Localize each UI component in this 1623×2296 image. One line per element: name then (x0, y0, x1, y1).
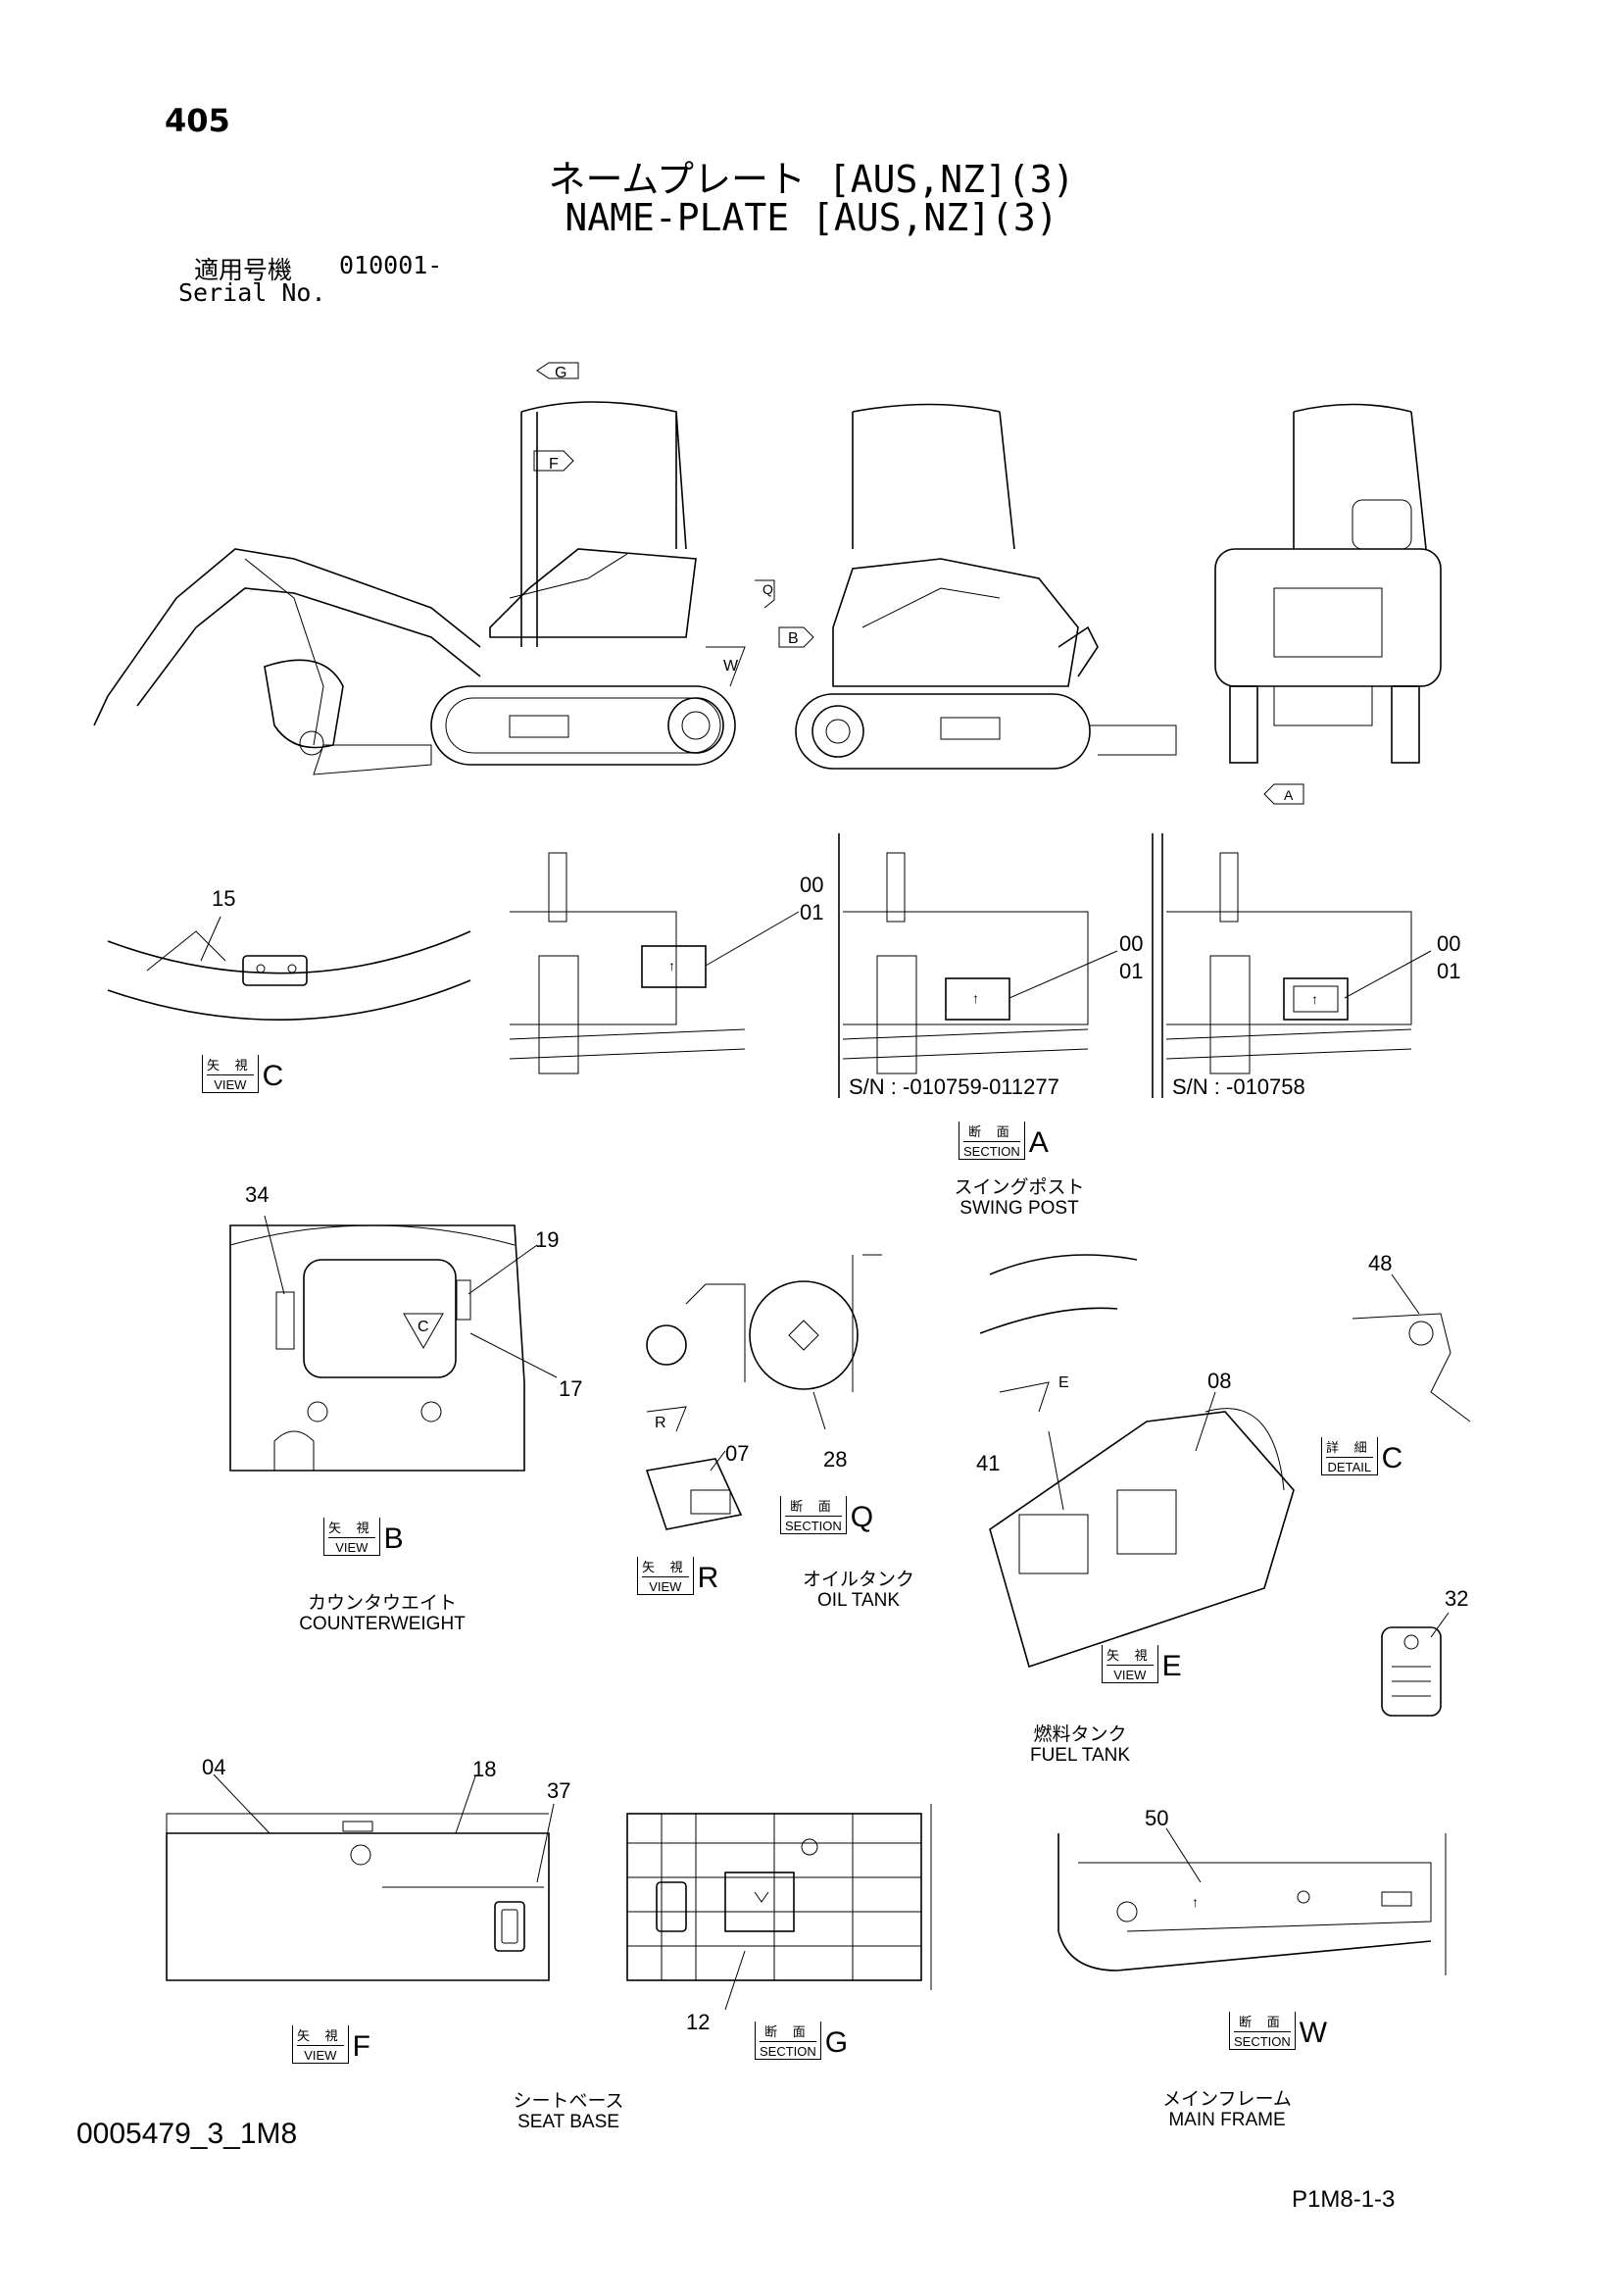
callout-34: 34 (245, 1182, 270, 1207)
caption-main-frame-jp: メインフレーム (1162, 2089, 1292, 2110)
caption-main-frame-en: MAIN FRAME (1168, 2110, 1286, 2130)
svg-text:E: E (1058, 1374, 1069, 1391)
svg-text:C: C (418, 1319, 429, 1335)
page-title-english: NAME-PLATE [AUS,NZ](3) (565, 196, 1058, 239)
callout-01-middle: 01 (1119, 959, 1144, 983)
excavator-rear-view: A (1214, 403, 1442, 805)
excavator-right-side-view (795, 403, 1177, 770)
page-reference: P1M8-1-3 (1292, 2186, 1396, 2213)
serial-range-middle: S/N : -010759-011277 (849, 1074, 1059, 1099)
caption-seat-base-en: SEAT BASE (517, 2112, 619, 2132)
svg-text:R: R (655, 1415, 666, 1431)
svg-text:↑: ↑ (972, 990, 979, 1006)
svg-text:G: G (555, 365, 566, 381)
svg-text:↑: ↑ (668, 958, 675, 973)
callout-48: 48 (1368, 1251, 1393, 1275)
caption-counterweight-en: COUNTERWEIGHT (299, 1614, 466, 1634)
excavator-left-side-view: G F Q B W (93, 362, 814, 775)
svg-text:↑: ↑ (1192, 1894, 1199, 1910)
serial-label-japanese: 適用号機 (194, 256, 293, 284)
svg-text:Q: Q (762, 581, 773, 597)
caption-seat-base-jp: シートベース (513, 2091, 624, 2112)
svg-text:↑: ↑ (1311, 991, 1318, 1007)
callout-17: 17 (559, 1376, 583, 1401)
page-title-japanese: ネームプレート [AUS,NZ](3) (548, 158, 1075, 201)
drawing-code: 0005479_3_1M8 (76, 2118, 298, 2150)
svg-text:B: B (788, 630, 799, 647)
oil-tank-views: R (645, 1254, 882, 1530)
seat-base-section-g (626, 1804, 932, 2011)
serial-range-right: S/N : -010758 (1172, 1074, 1305, 1099)
svg-text:F: F (549, 456, 559, 473)
fuel-tank-view-e: E (979, 1254, 1471, 1717)
callout-28: 28 (823, 1447, 848, 1472)
callout-18: 18 (472, 1757, 497, 1781)
callout-32: 32 (1445, 1586, 1469, 1611)
callout-01-left: 01 (800, 900, 824, 924)
callout-01-right: 01 (1437, 959, 1461, 983)
caption-fuel-tank-en: FUEL TANK (1029, 1745, 1131, 1766)
caption-oil-tank-jp: オイルタンク (802, 1570, 914, 1590)
callout-07: 07 (725, 1441, 750, 1466)
caption-oil-tank-en: OIL TANK (816, 1590, 901, 1611)
counterweight-view-b: C (229, 1215, 558, 1472)
callout-37: 37 (547, 1778, 571, 1803)
caption-swing-post-jp: スイングポスト (954, 1177, 1085, 1198)
callout-08: 08 (1207, 1369, 1232, 1393)
view-c-detail (107, 916, 471, 1021)
caption-fuel-tank-jp: 燃料タンク (1033, 1724, 1127, 1745)
callout-19: 19 (535, 1227, 560, 1252)
page-number: 405 (165, 102, 230, 139)
main-frame-section-w: ↑ (1057, 1827, 1447, 1975)
callout-50: 50 (1145, 1806, 1169, 1830)
serial-value: 010001- (339, 251, 443, 279)
callout-00-right: 00 (1437, 931, 1461, 956)
callout-12: 12 (686, 2010, 711, 2034)
serial-label-english: Serial No. (178, 278, 326, 307)
caption-counterweight-jp: カウンタウエイト (307, 1593, 457, 1614)
svg-text:W: W (723, 658, 739, 674)
callout-15: 15 (212, 886, 236, 911)
callout-00-middle: 00 (1119, 931, 1144, 956)
caption-swing-post-en: SWING POST (959, 1198, 1079, 1219)
swing-post-sections: ↑ ↑ ↑ (509, 833, 1432, 1098)
callout-00-left: 00 (800, 873, 824, 897)
svg-text:A: A (1284, 787, 1294, 803)
seat-base-view-f (166, 1773, 555, 1981)
callout-04: 04 (202, 1755, 226, 1779)
callout-41: 41 (976, 1451, 1001, 1475)
